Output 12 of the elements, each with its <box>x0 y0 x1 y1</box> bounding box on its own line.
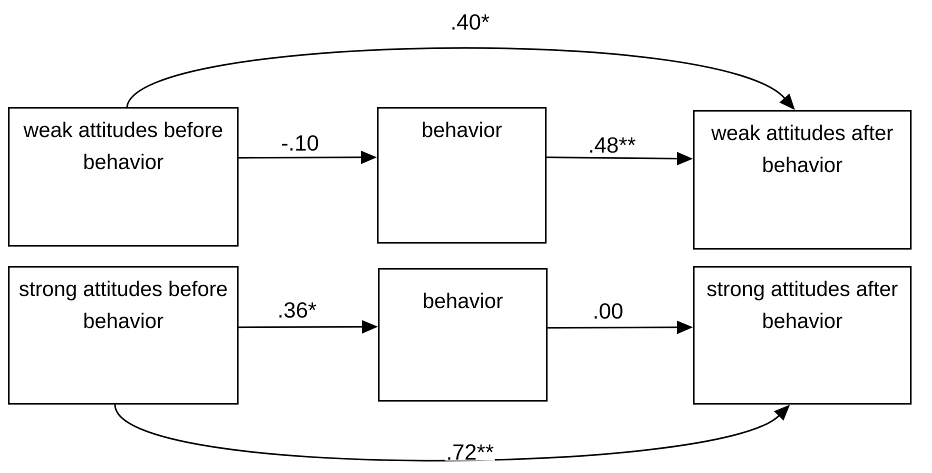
edge-label: .00 <box>592 302 624 320</box>
process-box: weak attitudes before behavior <box>8 107 239 247</box>
process-box: strong attitudes after behavior <box>693 266 912 405</box>
process-box: weak attitudes after behavior <box>693 110 912 250</box>
process-box: strong attitudes before behavior <box>8 266 239 405</box>
edge-label: .72** <box>445 443 495 461</box>
edge-label: .48** <box>587 136 637 154</box>
edge-label: -.10 <box>280 134 320 152</box>
edge-label: .36* <box>276 301 318 319</box>
edge-label: .40* <box>449 13 491 31</box>
process-box: behavior <box>377 107 547 244</box>
process-box: behavior <box>378 268 548 402</box>
